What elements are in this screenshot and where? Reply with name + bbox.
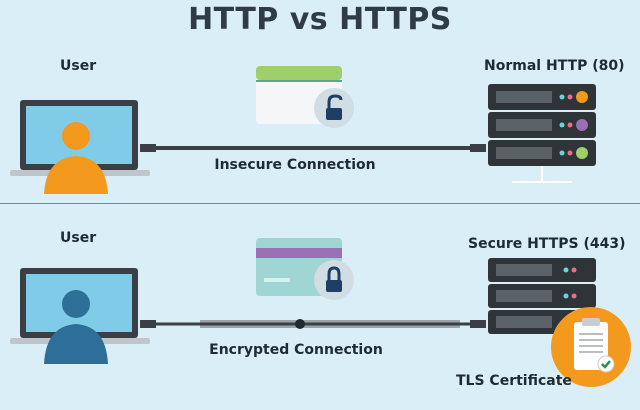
- https-server-label: Secure HTTPS (443): [468, 236, 626, 252]
- https-server-rack: [488, 258, 596, 334]
- unlocked-padlock-icon: [314, 88, 354, 128]
- http-user-computer: [10, 100, 150, 194]
- http-connection-label: Insecure Connection: [214, 157, 376, 173]
- section-divider: [0, 203, 640, 204]
- http-server-rack: [488, 84, 596, 183]
- http-user-icon: [44, 122, 108, 194]
- page-title: HTTP vs HTTPS: [188, 2, 452, 37]
- http-card: [256, 66, 354, 128]
- https-user-icon: [44, 290, 108, 364]
- http-user-label: User: [60, 58, 97, 74]
- locked-padlock-icon: [314, 260, 354, 300]
- https-connection-label: Encrypted Connection: [209, 342, 383, 358]
- https-user-computer: [10, 268, 150, 364]
- https-card: [256, 238, 354, 300]
- tls-certificate-label: TLS Certificate: [456, 373, 572, 389]
- http-server-label: Normal HTTP (80): [484, 58, 625, 74]
- https-cable: [140, 319, 486, 329]
- certificate-icon: [551, 307, 631, 387]
- http-cable: [140, 144, 486, 152]
- https-user-label: User: [60, 230, 97, 246]
